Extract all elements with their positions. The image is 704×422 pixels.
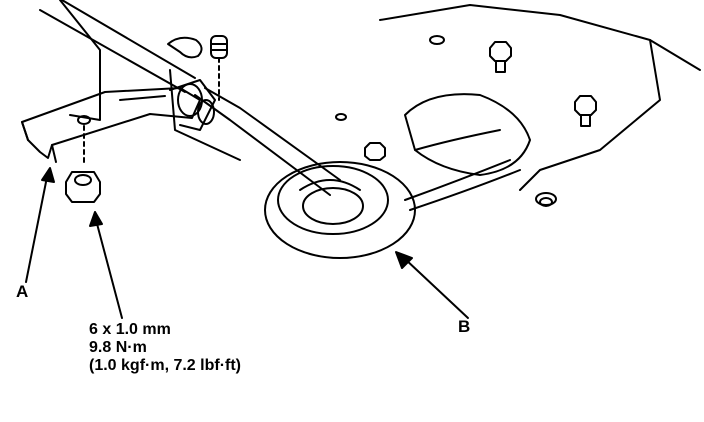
- torque-spec-alt: (1.0 kgf·m, 7.2 lbf·ft): [89, 357, 242, 374]
- floor-panel: [59, 0, 701, 191]
- torque-spec-size: 6 x 1.0 mm: [89, 321, 171, 338]
- flange-nut: [65, 171, 101, 203]
- parking-brake-cable: [39, 0, 341, 196]
- clip-and-stud: [167, 35, 228, 101]
- leader-arrows: [25, 167, 469, 319]
- arrow-a-head: [41, 167, 55, 183]
- torque-spec-nm: 9.8 N·m: [89, 339, 147, 356]
- callout-a: A: [16, 282, 29, 301]
- panel-nuts: [364, 41, 597, 161]
- arrow-b-head: [395, 251, 413, 269]
- panel-holes: [335, 35, 557, 207]
- torque-spec: 6 x 1.0 mm 9.8 N·m (1.0 kgf·m, 7.2 lbf·f…: [89, 321, 241, 375]
- grommet-b: [264, 161, 416, 259]
- cable-end-fitting: [169, 79, 216, 131]
- rubber-pad: [404, 93, 531, 211]
- bracket-a: [21, 87, 201, 166]
- callout-b: B: [458, 317, 471, 336]
- arrow-nut-head: [89, 211, 103, 227]
